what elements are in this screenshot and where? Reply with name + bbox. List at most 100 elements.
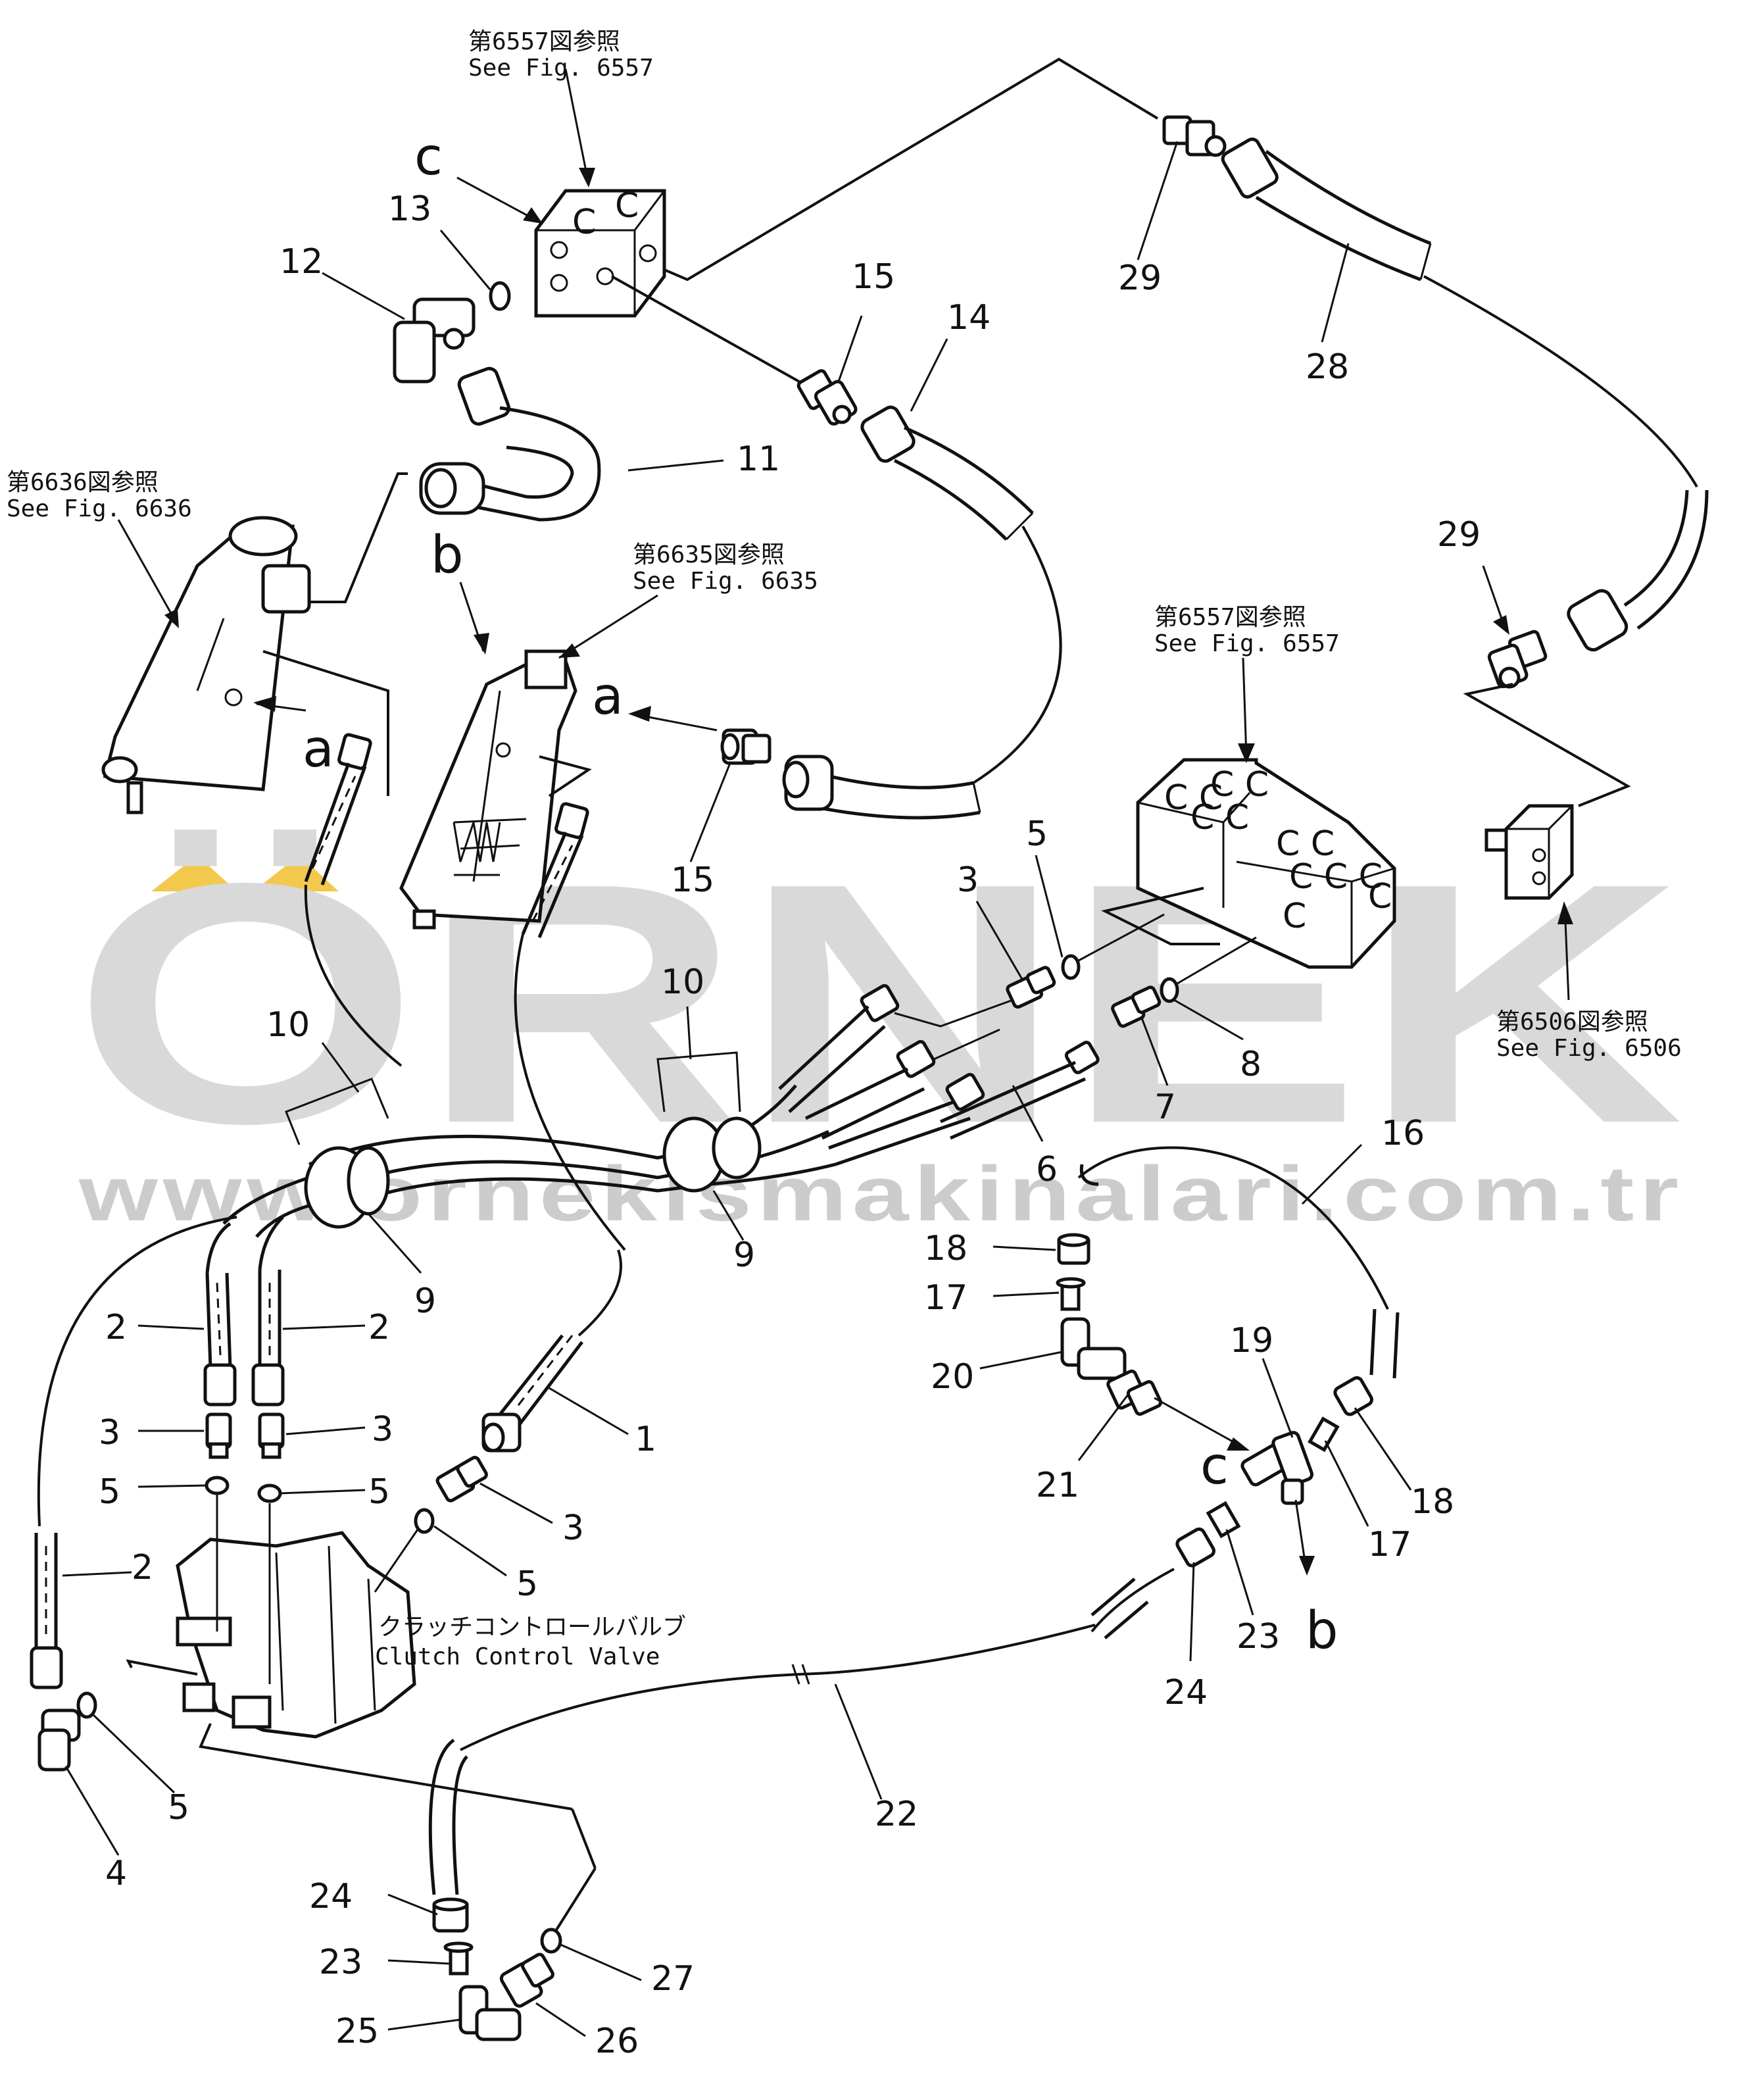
part-num-12: 12 [280, 242, 323, 282]
part-num-16: 16 [1381, 1114, 1425, 1153]
part-num-5-c: 5 [516, 1564, 538, 1604]
svg-text:C: C [1368, 877, 1392, 916]
part-num-4: 4 [105, 1854, 127, 1893]
hose-2-left-line [37, 1216, 237, 1527]
elbow-4 [37, 1708, 81, 1772]
elbow-25 [458, 1985, 522, 2041]
sleeve-23-bottom [443, 1941, 474, 1976]
line-27b [571, 1808, 597, 1869]
ref-jp: 第6636図参照 [7, 469, 159, 496]
part-num-25: 25 [335, 2012, 379, 2051]
clutch-control-valve [176, 1493, 416, 1739]
part-num-13: 13 [388, 189, 431, 229]
tee-19 [1240, 1431, 1314, 1505]
hose-28 [1221, 137, 1432, 282]
nut-18-top [1057, 1233, 1090, 1265]
valve-block-mid: C C C C C C C C C C C C C [1136, 758, 1396, 969]
ref-en: See Fig. 6636 [7, 495, 192, 522]
part-num-21: 21 [1036, 1466, 1079, 1505]
fittings-3-left [205, 1412, 285, 1503]
hose-14 [860, 405, 1034, 541]
ref-6557-top: 第6557図参照 See Fig. 6557 [468, 28, 654, 82]
watermark-accent-left [151, 855, 237, 891]
part-num-3-a: 3 [99, 1413, 120, 1453]
pipe-cyl1-line [304, 884, 403, 1067]
line-valve-bottom [199, 1723, 573, 1810]
line-cyl-to-11 [309, 472, 408, 603]
sleeve-17-right [1308, 1416, 1340, 1453]
part-num-5-mid: 5 [1026, 814, 1048, 854]
valve-label-jp: クラッチコントロールバルブ [378, 1614, 686, 1641]
fitting-3-center [435, 1455, 488, 1503]
oring-8 [1160, 977, 1179, 1003]
fitting-26 [499, 1953, 554, 2008]
ref-en: See Fig. 6635 [633, 568, 818, 595]
main-bundle [222, 1051, 836, 1238]
fitting-7 [1111, 985, 1162, 1028]
pipe-line-right [1423, 275, 1698, 487]
part-num-8: 8 [1240, 1045, 1262, 1084]
part-num-27: 27 [651, 1959, 695, 1999]
elbow-20 [1060, 1317, 1127, 1380]
svg-text:C C C: C C C [1289, 857, 1383, 897]
ref-jp: 第6635図参照 [633, 541, 785, 568]
hose-11 [419, 366, 601, 522]
ref-jp: 第6557図参照 [1154, 604, 1306, 631]
part-num-10-right: 10 [661, 962, 704, 1002]
ref-en: See Fig. 6557 [1154, 630, 1340, 657]
ref-6557-mid: 第6557図参照 See Fig. 6557 [1154, 604, 1340, 657]
line-cyl2-bracket [539, 755, 592, 797]
callout-b-right: b [1306, 1601, 1338, 1660]
part-num-3-c: 3 [562, 1508, 584, 1548]
ref-en: See Fig. 6506 [1496, 1035, 1682, 1062]
fitting-15-mid [720, 728, 772, 765]
oring-5-left [76, 1691, 97, 1719]
hose-right-end [1567, 489, 1709, 652]
clutch-valve-label: クラッチコントロールバルブ Clutch Control Valve [375, 1614, 686, 1670]
ref-6635: 第6635図参照 See Fig. 6635 [633, 541, 818, 595]
part-num-9-left: 9 [414, 1282, 436, 1321]
part-num-15-mid: 15 [671, 860, 714, 900]
part-num-7: 7 [1154, 1087, 1176, 1127]
fitting-29-top [1162, 115, 1227, 157]
sleeve-17-top [1056, 1277, 1086, 1311]
part-num-5-b: 5 [368, 1472, 390, 1512]
svg-text:C: C [615, 186, 639, 226]
fitting-15-top [796, 369, 858, 426]
part-num-24-right: 24 [1164, 1673, 1208, 1712]
svg-text:C C: C C [1190, 798, 1249, 837]
pipe-top-to-15 [611, 275, 800, 383]
callout-a-mid: a [592, 667, 624, 726]
valve-block-top: C C [534, 186, 666, 318]
callout-c-top: c [414, 128, 443, 187]
part-num-3-mid: 3 [957, 860, 979, 900]
hose-a-end [782, 755, 981, 820]
part-num-5-d: 5 [168, 1788, 189, 1828]
svg-text:C: C [1283, 897, 1306, 936]
oring-27 [540, 1928, 562, 1954]
svg-text:C C: C C [1210, 765, 1269, 805]
hoses-2 [203, 1216, 285, 1407]
oring-13 [489, 281, 511, 311]
part-num-14: 14 [947, 298, 991, 337]
pipe-1 [481, 1334, 583, 1453]
part-num-29-top: 29 [1118, 259, 1162, 298]
part-num-19: 19 [1230, 1321, 1273, 1360]
part-num-22: 22 [875, 1795, 918, 1834]
pipe-cyl2-line [514, 934, 626, 1251]
part-num-3-b: 3 [372, 1410, 393, 1449]
line-27 [554, 1867, 597, 1932]
part-num-23-right: 23 [1237, 1617, 1280, 1656]
hose-16 [1079, 1164, 1400, 1379]
oring-5-mid [1061, 954, 1081, 980]
part-num-26: 26 [595, 2022, 639, 2061]
part-num-2-b: 2 [368, 1308, 390, 1347]
oring-5-center [414, 1508, 435, 1534]
line-cyl-bracket [262, 650, 389, 796]
part-num-28: 28 [1306, 347, 1349, 387]
callout-b-left: b [431, 526, 464, 585]
nut-24-right [1175, 1527, 1215, 1568]
fitting-21 [1106, 1369, 1163, 1416]
